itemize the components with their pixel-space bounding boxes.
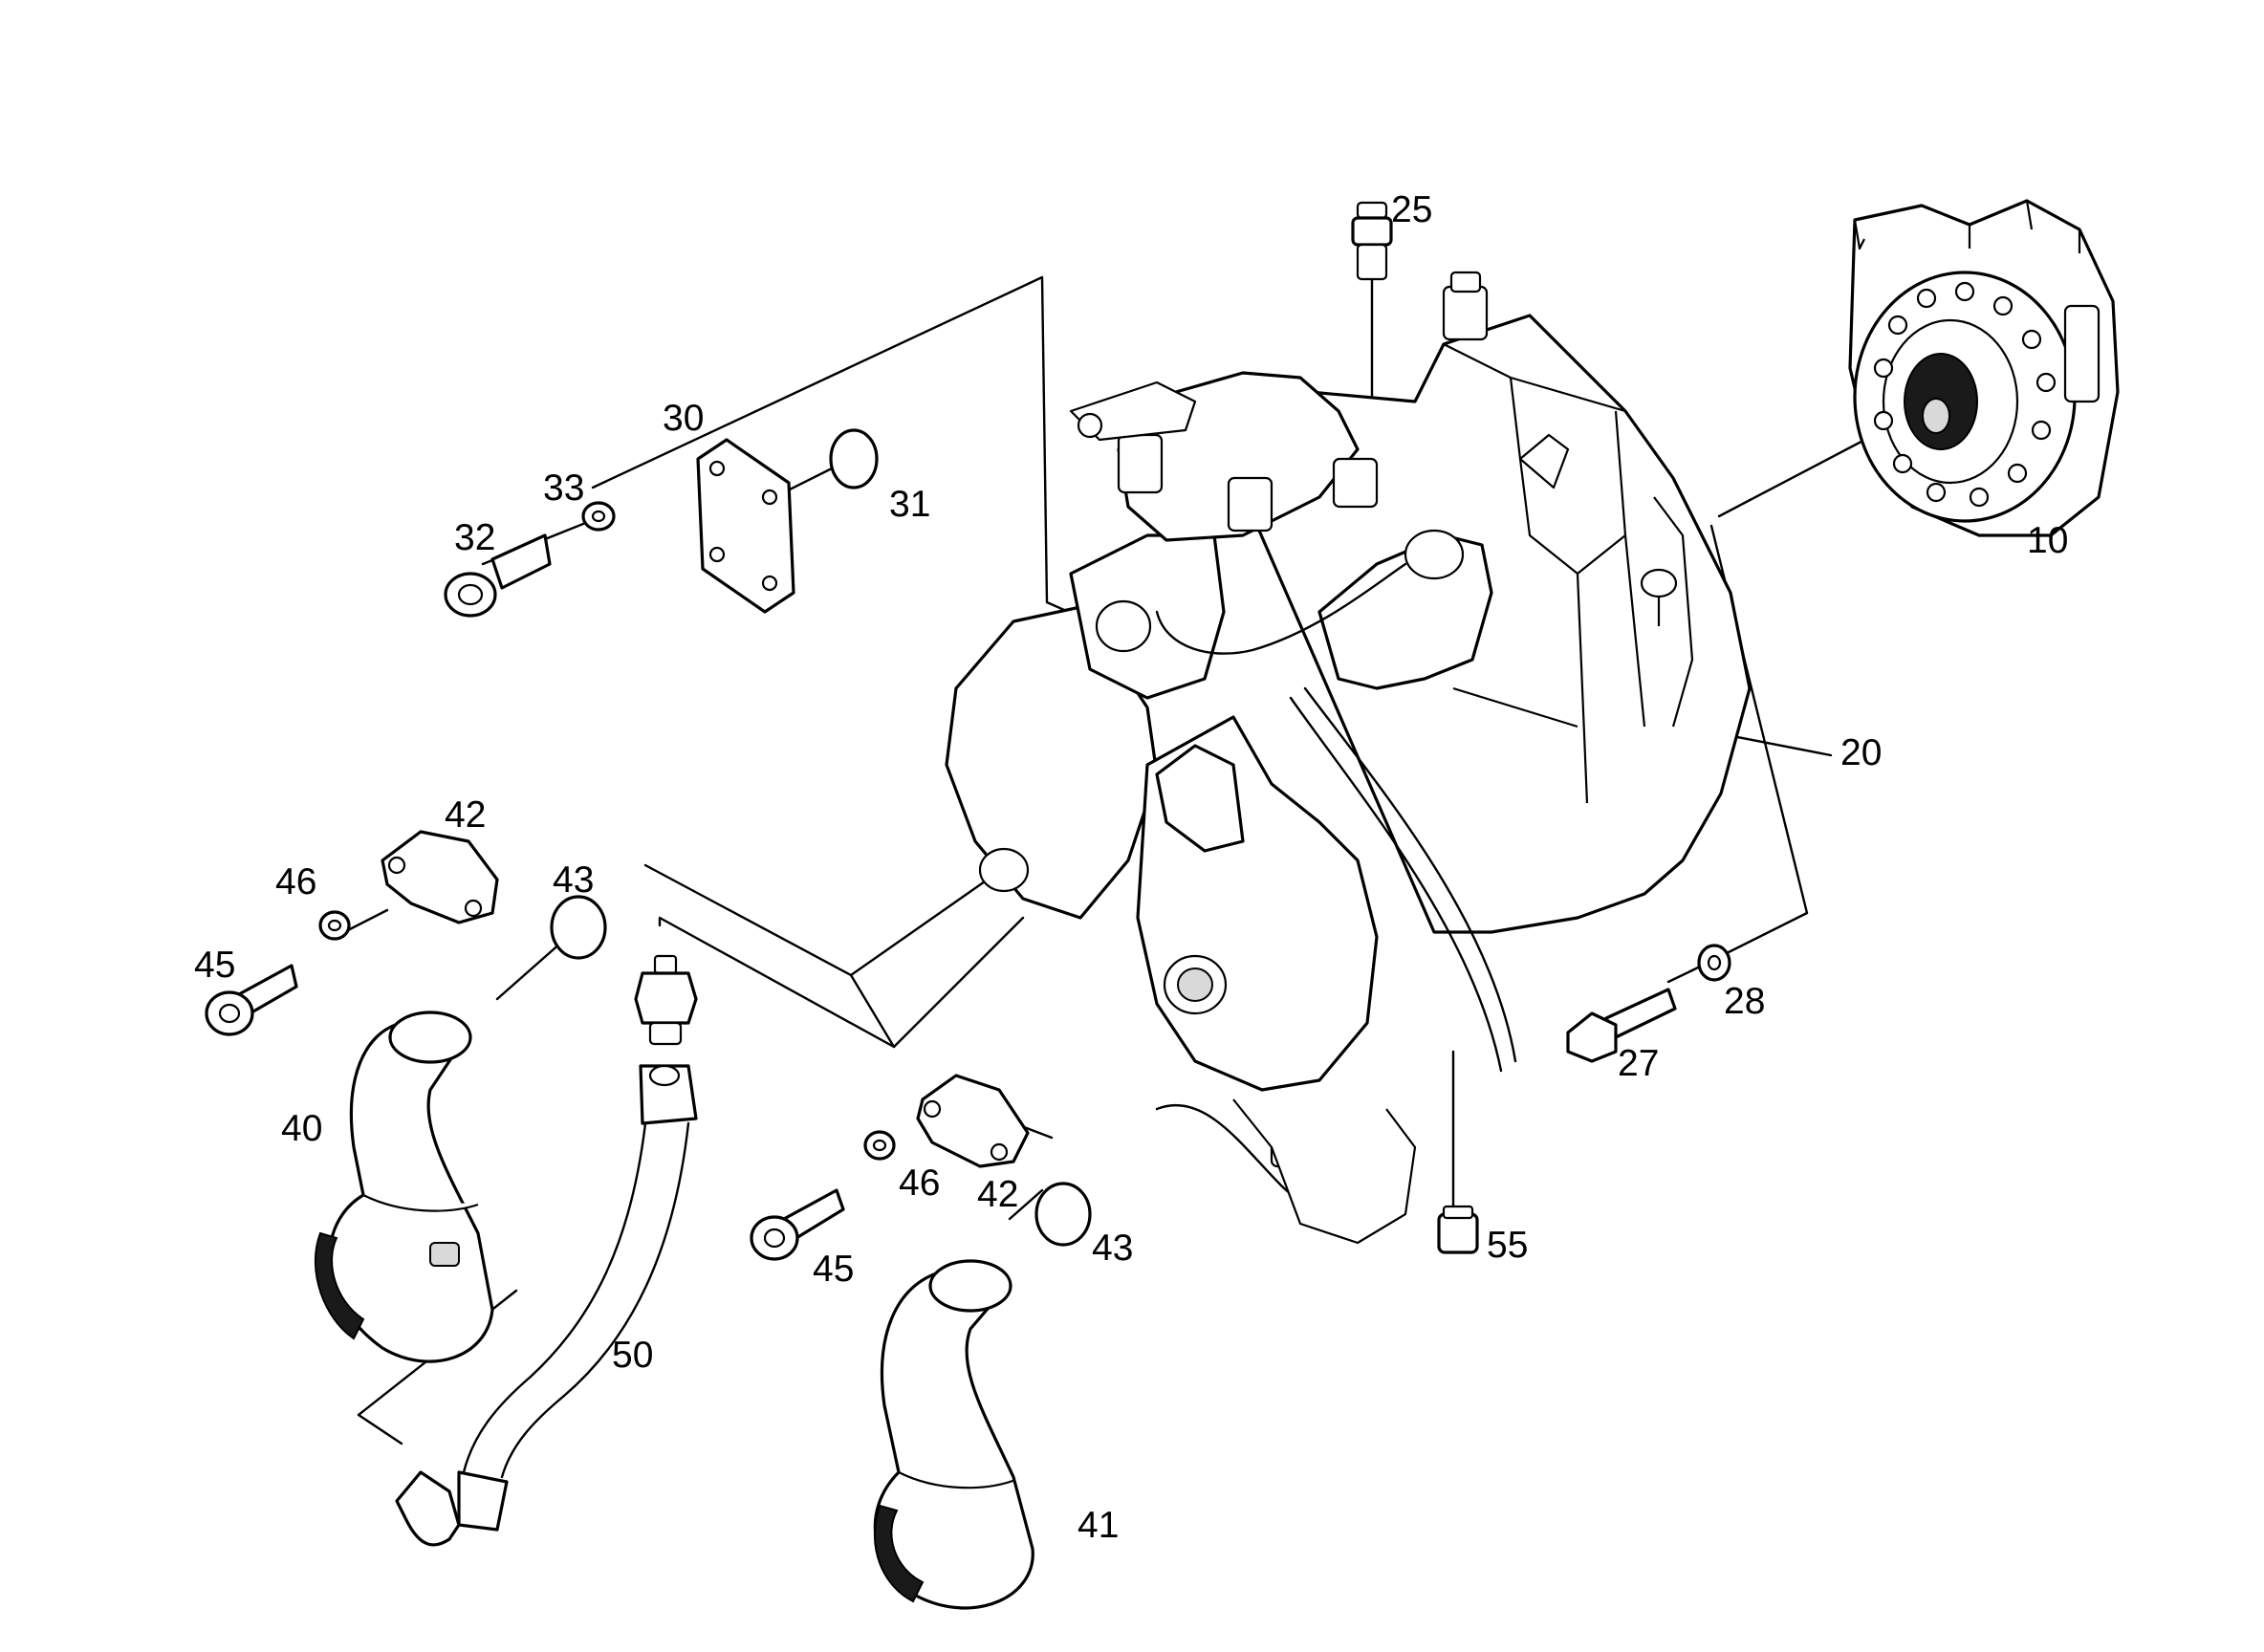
elbow-pipe-part-40 bbox=[314, 1011, 494, 1363]
callout-30: 30 bbox=[663, 398, 704, 439]
callout-25: 25 bbox=[1391, 189, 1432, 230]
flywheel-bolt-holes bbox=[1873, 281, 2057, 508]
bolt-part-32 bbox=[444, 533, 552, 618]
cover-plate-part-30 bbox=[696, 438, 795, 614]
callout-55: 55 bbox=[1487, 1225, 1528, 1266]
callout-40: 40 bbox=[281, 1108, 322, 1149]
hose-part-50 bbox=[395, 954, 698, 1547]
flange-clamp-part-42-lower bbox=[916, 1074, 1030, 1168]
callout-28: 28 bbox=[1724, 981, 1765, 1022]
bolt-part-45-upper bbox=[205, 964, 298, 1036]
o-ring-part-43-lower bbox=[1034, 1182, 1092, 1247]
callout-43-lower: 43 bbox=[1092, 1228, 1133, 1269]
washer-part-28 bbox=[1697, 944, 1731, 982]
o-ring-part-43-upper bbox=[550, 895, 607, 960]
assembly-leader-lines bbox=[342, 275, 1876, 1446]
callout-45-upper: 45 bbox=[194, 945, 235, 986]
callout-46-upper: 46 bbox=[275, 861, 316, 902]
o-ring-part-31 bbox=[829, 428, 879, 489]
callout-33: 33 bbox=[543, 467, 584, 509]
callout-42-lower: 42 bbox=[977, 1174, 1018, 1215]
flange-clamp-part-42-upper bbox=[381, 830, 499, 924]
washer-part-33 bbox=[581, 501, 616, 532]
washer-part-46-lower bbox=[863, 1130, 896, 1161]
callout-32: 32 bbox=[454, 517, 495, 558]
elbow-pipe-part-41 bbox=[873, 1259, 1034, 1610]
plug-part-55 bbox=[1437, 1205, 1479, 1254]
fitting-part-25 bbox=[1351, 201, 1393, 281]
callout-50: 50 bbox=[612, 1335, 653, 1376]
gearbox-pump-assembly bbox=[945, 271, 1752, 1245]
callout-20: 20 bbox=[1840, 732, 1882, 773]
bolt-part-27 bbox=[1566, 988, 1677, 1063]
callout-27: 27 bbox=[1618, 1043, 1659, 1084]
bolt-part-45-lower bbox=[750, 1188, 845, 1261]
callout-42-upper: 42 bbox=[445, 794, 486, 836]
callout-41: 41 bbox=[1078, 1505, 1119, 1546]
callout-43-upper: 43 bbox=[553, 859, 594, 901]
washer-part-46-upper bbox=[318, 910, 351, 941]
callout-labels: 10 20 25 27 28 30 31 32 33 40 41 42 42 4… bbox=[194, 189, 2068, 1546]
callout-45-lower: 45 bbox=[813, 1249, 854, 1290]
flywheel-housing-part bbox=[1848, 199, 2120, 537]
callout-31: 31 bbox=[889, 484, 930, 525]
callout-46-lower: 46 bbox=[899, 1163, 940, 1204]
callout-10: 10 bbox=[2027, 520, 2068, 561]
